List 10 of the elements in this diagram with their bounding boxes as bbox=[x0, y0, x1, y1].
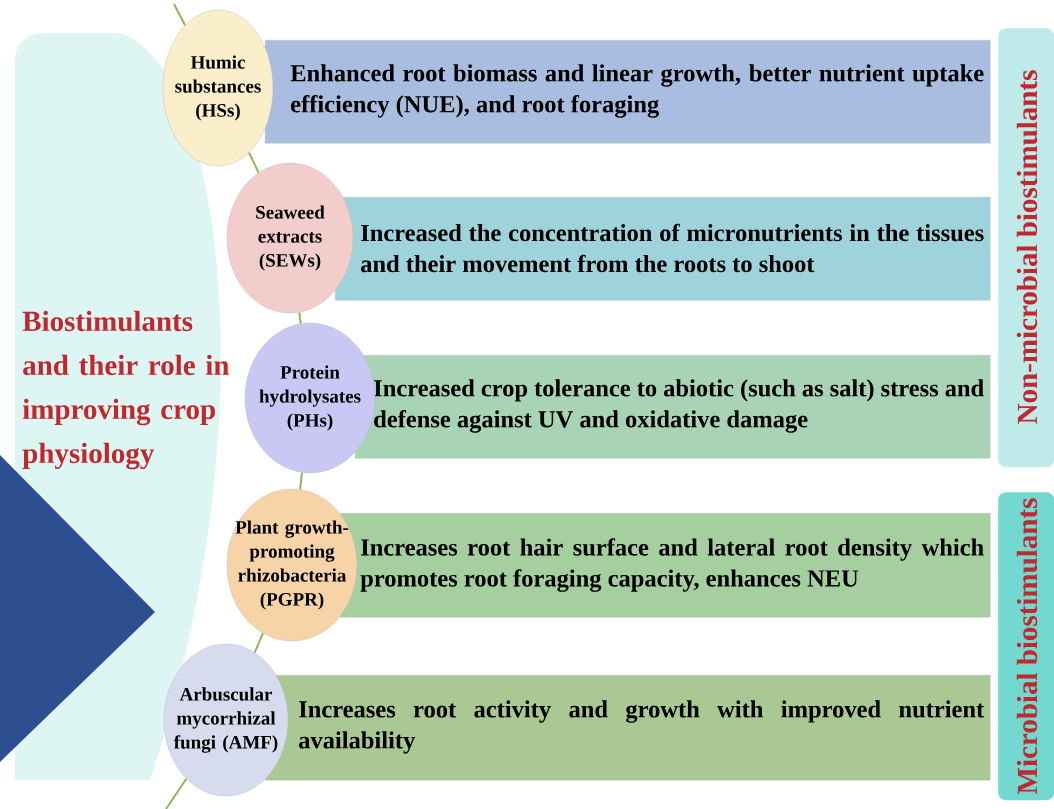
group-band: Non-microbial biostimulants bbox=[998, 28, 1054, 468]
connector-line bbox=[165, 777, 188, 809]
effect-box: Enhanced root biomass and linear growth, better nutrient uptake efficiency (NUE), and root foraging bbox=[265, 40, 991, 144]
group-band: Microbial biostimulants bbox=[998, 492, 1054, 801]
connector-line bbox=[298, 311, 302, 325]
connector-line bbox=[248, 151, 260, 174]
connector-line bbox=[253, 632, 264, 654]
effect-box: Increased the concentration of micronutrients in the tissues and their movement from the roots to shoot bbox=[335, 197, 991, 301]
connector-line bbox=[299, 471, 303, 491]
connector-line bbox=[173, 3, 187, 27]
